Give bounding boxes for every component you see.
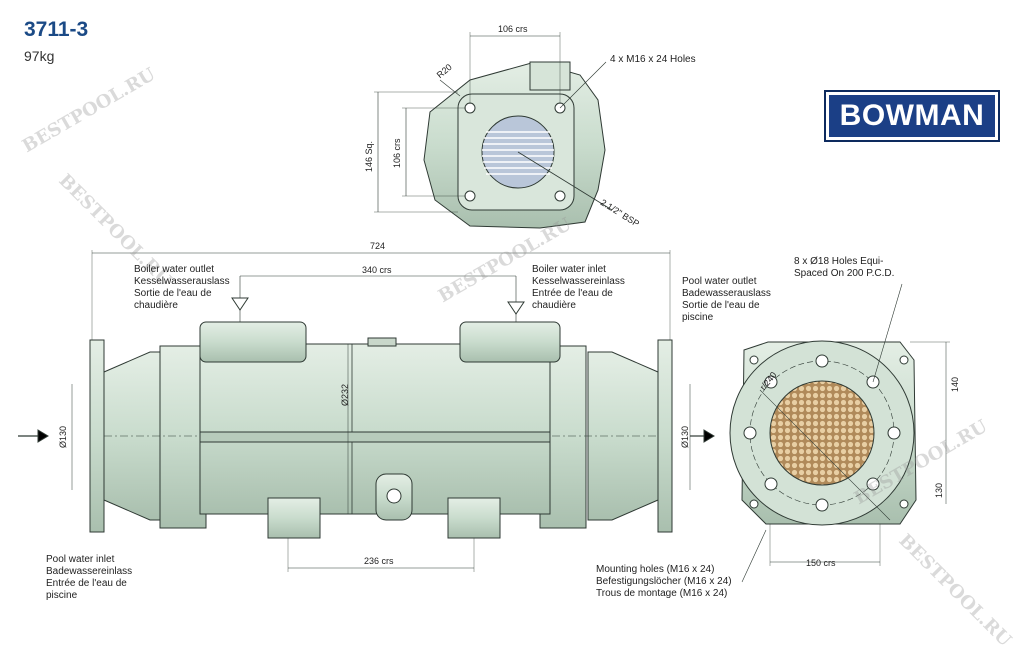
shell-diameter-dimension: Ø232 — [340, 383, 350, 406]
end-lower-dimension: 130 — [934, 482, 944, 498]
foot-spacing-dimension: 236 crs — [364, 556, 394, 566]
unit-weight: 97kg — [24, 48, 55, 64]
end-height-dimension: 140 — [950, 376, 960, 392]
end-crs-dimension: 150 crs — [806, 558, 836, 568]
right-port-diameter: Ø130 — [680, 425, 690, 448]
side-view — [18, 250, 715, 572]
inlet-spacing-dimension: 340 crs — [362, 265, 392, 275]
top-side-crs-dimension: 106 crs — [392, 138, 402, 168]
technical-drawing — [18, 32, 950, 583]
top-crs-dimension: 106 crs — [498, 24, 528, 34]
end-view — [729, 283, 950, 583]
end-holes-note: 8 x Ø18 Holes Equi-Spaced On 200 P.C.D. — [794, 256, 895, 279]
top-view — [374, 32, 613, 229]
mounting-holes-label: Mounting holes (M16 x 24)Befestigungslöc… — [596, 564, 732, 599]
top-square-dimension: 146 Sq. — [364, 140, 374, 172]
bowman-logo: BOWMAN — [824, 90, 1000, 142]
model-number: 3711-3 — [24, 18, 89, 41]
overall-length-dimension: 724 — [370, 241, 386, 251]
left-port-diameter: Ø130 — [58, 425, 68, 448]
top-holes-note: 4 x M16 x 24 Holes — [610, 54, 696, 65]
